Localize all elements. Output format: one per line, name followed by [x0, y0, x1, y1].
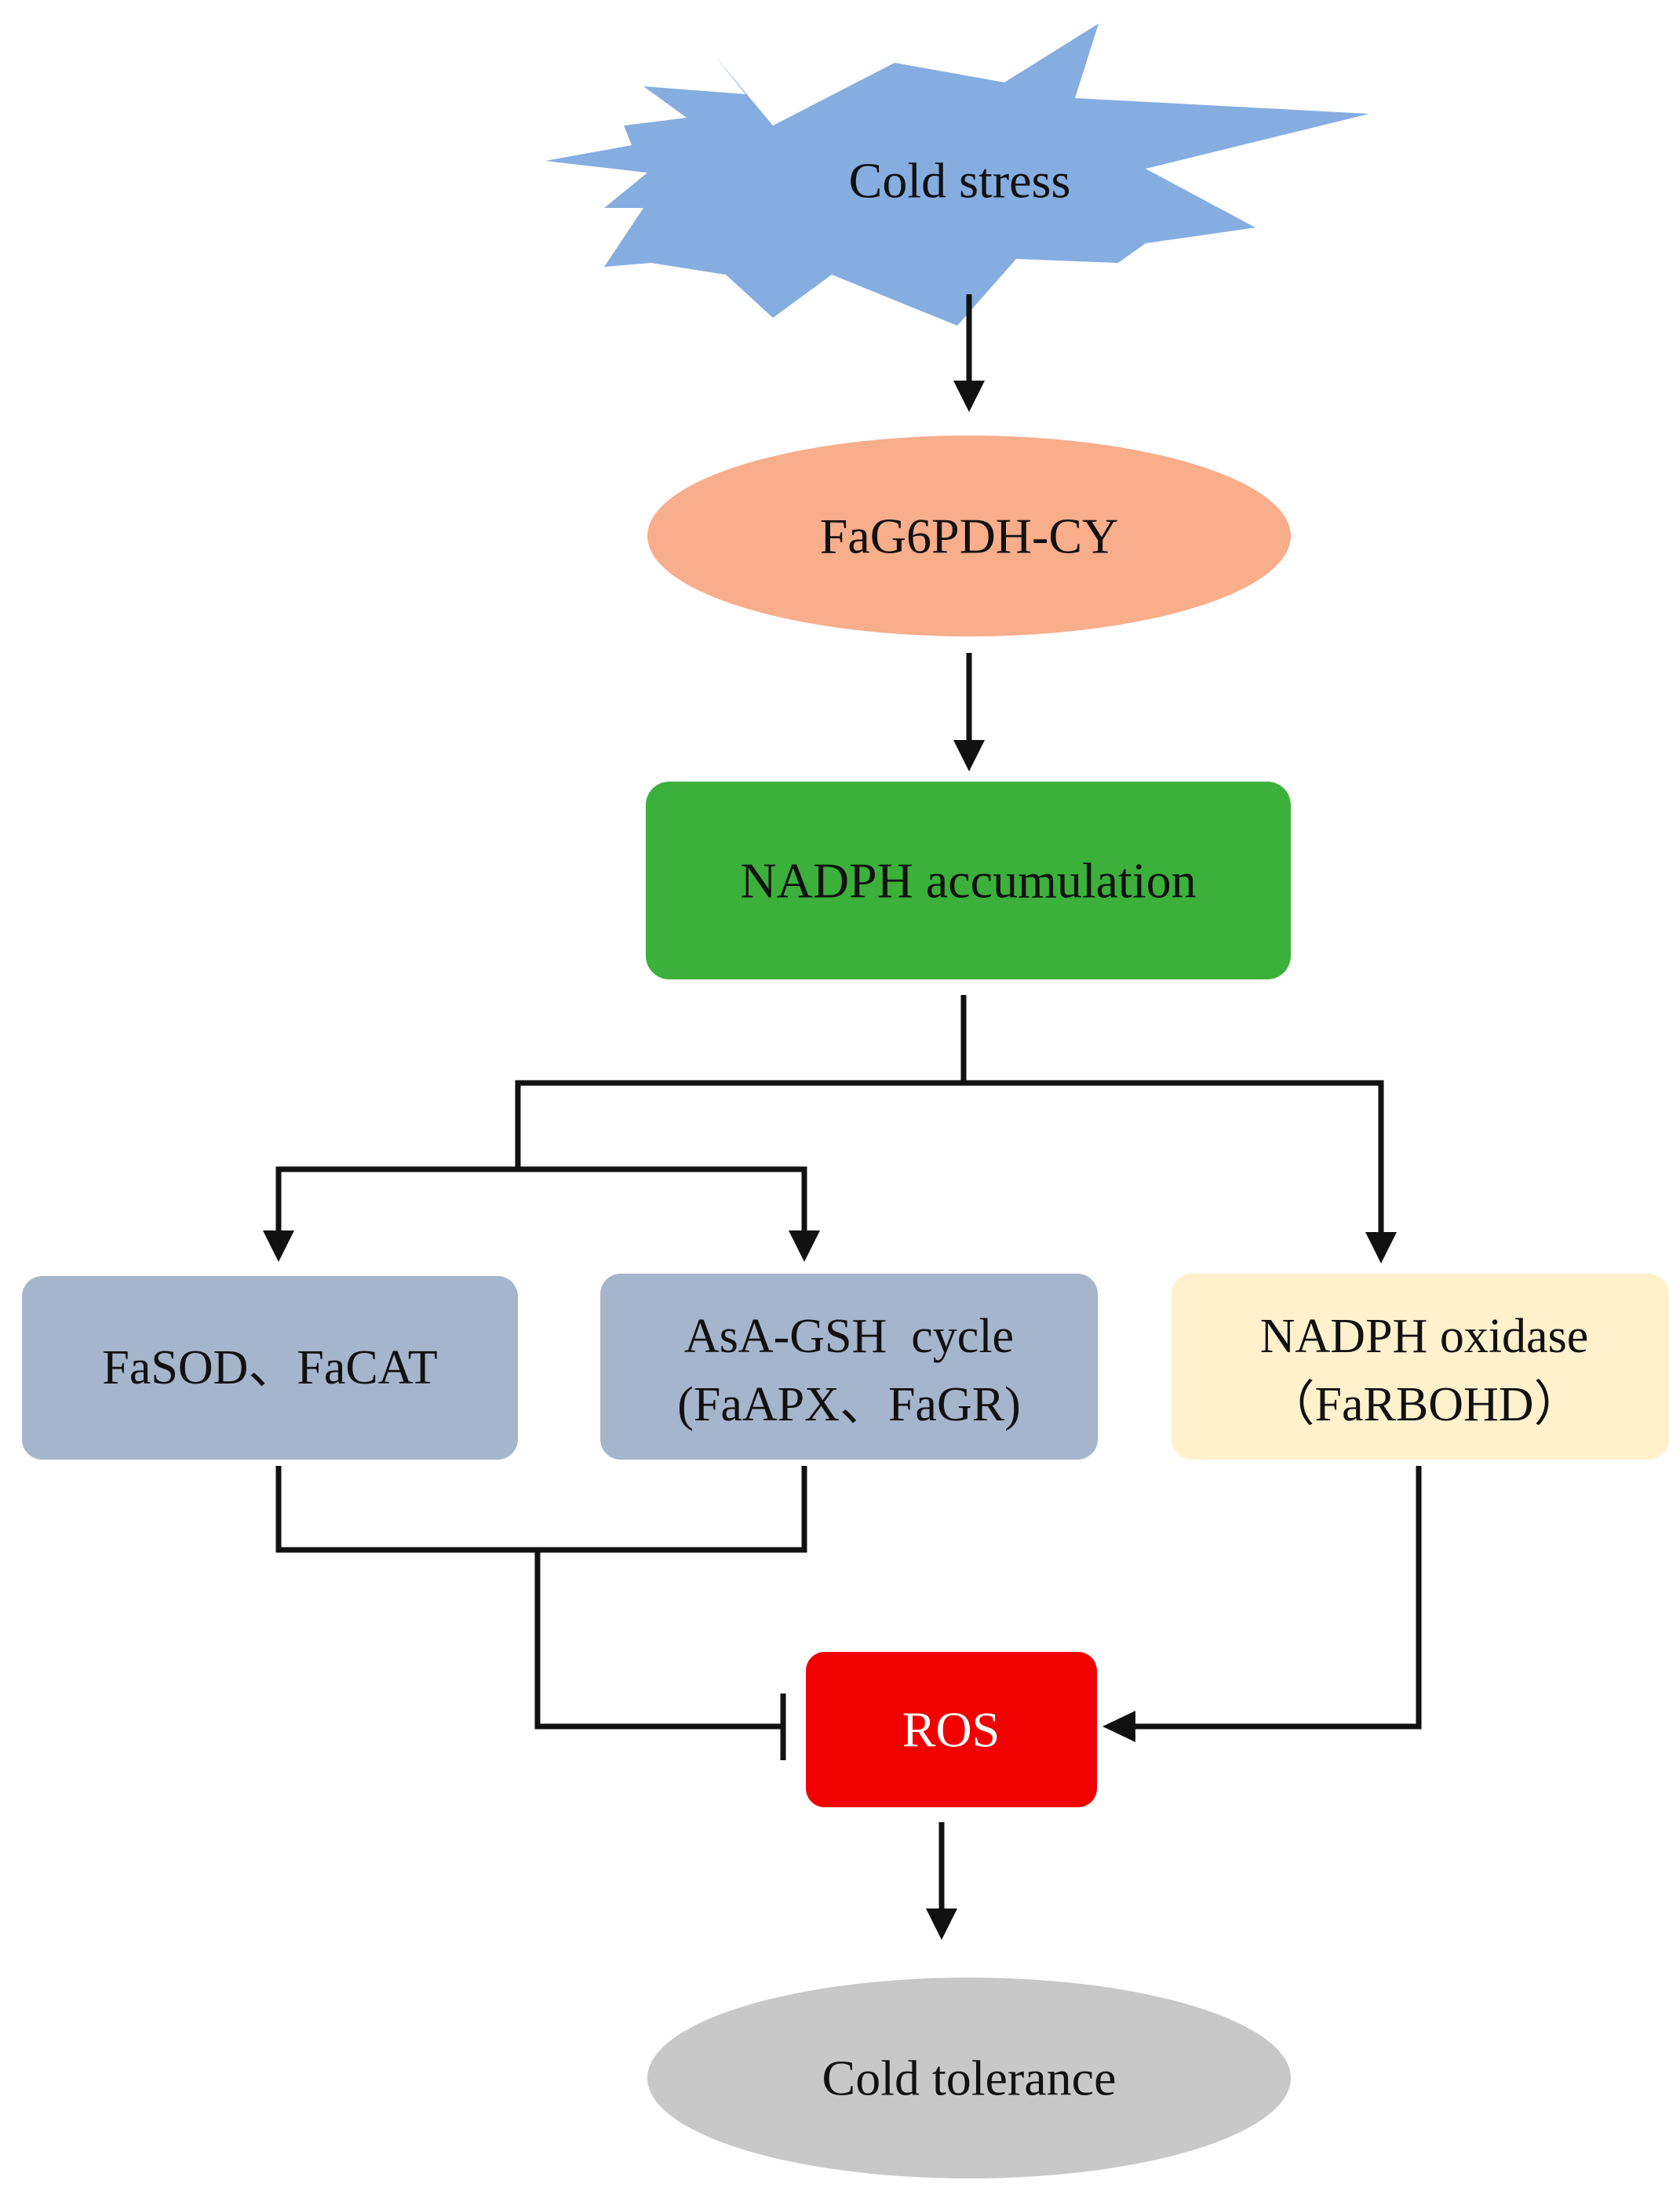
nadph-oxidase-label-line2: （FaRBOHD）	[1266, 1378, 1582, 1431]
cold-tolerance-label: Cold tolerance	[822, 2051, 1117, 2106]
edge-line	[1134, 1466, 1422, 1730]
edge-line	[275, 1466, 807, 1553]
node-fasod-facat: FaSOD、FaCAT	[22, 1276, 518, 1460]
arrow-head-icon	[1365, 1232, 1397, 1263]
node-ros: ROS	[806, 1652, 1097, 1807]
arrow-head-icon	[926, 1909, 957, 1940]
ros-box	[806, 1652, 1097, 1807]
cold-stress-starburst	[545, 24, 1369, 326]
fasod-facat-box	[22, 1276, 518, 1460]
edge-cold-stress-to-fag6pdh	[953, 294, 985, 412]
node-cold-stress: Cold stress	[545, 24, 1369, 326]
edge-nadph-oxidase-to-ros	[1102, 1466, 1422, 1742]
cold-tolerance-ellipse	[647, 1978, 1291, 2178]
node-cold-tolerance: Cold tolerance	[647, 1978, 1291, 2178]
asa-gsh-box	[600, 1274, 1098, 1460]
node-nadph-accumulation: NADPH accumulation	[646, 782, 1291, 979]
fasod-facat-label: FaSOD、FaCAT	[102, 1341, 437, 1394]
arrow-head-icon	[953, 740, 985, 771]
nadph-accumulation-box	[646, 782, 1291, 979]
fag6pdh-ellipse	[647, 436, 1291, 636]
nadph-accumulation-label: NADPH accumulation	[740, 853, 1196, 909]
nadph-oxidase-label-line1: NADPH oxidase	[1260, 1310, 1588, 1363]
edge-line	[275, 1166, 807, 1232]
fag6pdh-label: FaG6PDH-CY	[820, 509, 1118, 564]
edges	[263, 294, 1422, 1940]
arrow-head-icon	[789, 1230, 820, 1262]
edge-nadph-branch	[263, 995, 1397, 1263]
asa-gsh-label-line2: (FaAPX、FaGR)	[677, 1378, 1020, 1431]
arrow-head-icon	[263, 1230, 294, 1262]
edge-ros-to-cold-tolerance	[926, 1822, 957, 1940]
node-asa-gsh-cycle: AsA-GSH cycle (FaAPX、FaGR)	[600, 1274, 1098, 1460]
arrow-head-icon	[953, 381, 985, 412]
node-fag6pdh-cy: FaG6PDH-CY	[647, 436, 1291, 636]
asa-gsh-label-line1: AsA-GSH cycle	[684, 1310, 1014, 1363]
cold-stress-label: Cold stress	[849, 153, 1071, 209]
edge-antioxidants-inhibit-ros	[275, 1466, 807, 1760]
node-nadph-oxidase: NADPH oxidase （FaRBOHD）	[1172, 1274, 1669, 1460]
nadph-oxidase-box	[1172, 1274, 1669, 1460]
edge-fag6pdh-to-nadph	[953, 653, 985, 771]
edge-line	[534, 1550, 783, 1730]
arrow-head-icon	[1102, 1711, 1135, 1742]
edge-line	[515, 1080, 1384, 1234]
ros-label: ROS	[902, 1702, 1000, 1758]
